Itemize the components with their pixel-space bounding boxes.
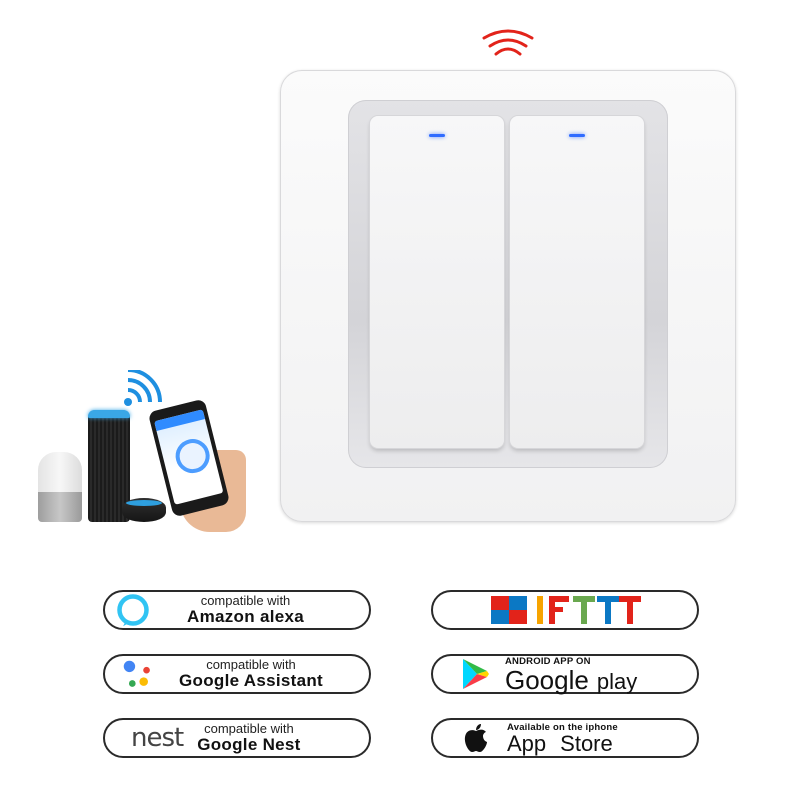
google-assistant-line1: compatible with [206, 657, 296, 673]
ifttt-wordmark [537, 596, 641, 624]
smart-devices-group [30, 370, 255, 535]
alexa-line1: compatible with [200, 593, 291, 609]
phone-screen [154, 409, 224, 505]
app-store-app: App [507, 730, 547, 756]
nest-line1: compatible with [204, 721, 294, 737]
app-store-store: Store [560, 730, 613, 756]
google-assistant-line2: Google Assistant [179, 670, 323, 690]
google-play-triangle-icon [463, 659, 489, 689]
amazon-echo [88, 410, 130, 522]
wifi-icon [124, 370, 162, 406]
google-assistant-compatibility-badge: compatible with Google Assistant [103, 654, 371, 694]
ifttt-logo [491, 596, 641, 624]
switch-plate [280, 70, 736, 522]
smartphone [147, 398, 231, 518]
google-nest-compatibility-badge: nest compatible with Google Nest [103, 718, 371, 758]
google-play-line1: ANDROID APP ON [505, 655, 591, 667]
ifttt-mark-icon [491, 596, 527, 624]
google-assistant-dots-icon [123, 660, 150, 687]
left-rocker-button[interactable] [370, 116, 504, 448]
alexa-compatibility-badge: compatible with Amazon alexa [103, 590, 371, 630]
left-indicator-led [429, 134, 445, 137]
alexa-ring-icon [117, 594, 149, 627]
app-store-badge[interactable]: Available on the iphone App Store [431, 718, 699, 758]
wifi-signal-icon [482, 29, 534, 56]
google-play-play: play [596, 668, 638, 694]
nest-line2: Google Nest [197, 734, 301, 754]
google-home-speaker [38, 452, 82, 522]
right-rocker-button[interactable] [510, 116, 644, 448]
alexa-line2: Amazon alexa [187, 606, 304, 626]
google-play-google: Google [505, 664, 589, 695]
google-play-badge[interactable]: ANDROID APP ON Google play [431, 654, 699, 694]
apple-icon [464, 724, 487, 752]
echo-dot [122, 498, 166, 522]
switch-bezel [348, 100, 668, 468]
nest-logo: nest [131, 723, 184, 753]
right-indicator-led [569, 134, 585, 137]
app-store-line1: Available on the iphone [507, 721, 618, 733]
ifttt-badge [431, 590, 699, 630]
